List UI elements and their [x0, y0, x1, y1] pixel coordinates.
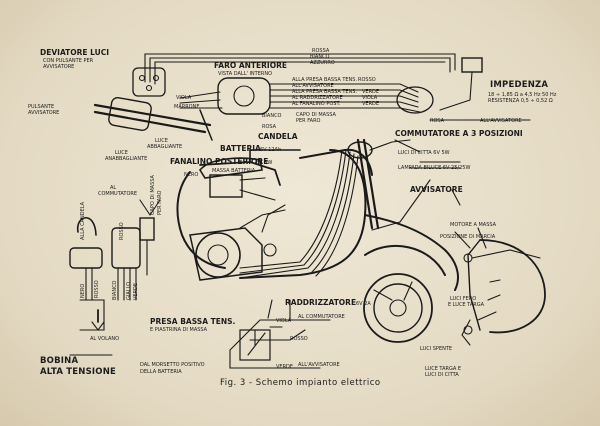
per-faro-label: PER FARO: [296, 118, 321, 124]
deviatore-luci-label: DEVIATORE LUCI: [40, 48, 110, 57]
impedenza-label: IMPEDENZA: [490, 80, 549, 90]
wire-label-verde-1: VERDE: [362, 89, 380, 95]
luce-targa-label: LUCE TARGA E: [425, 366, 462, 372]
figure-caption: Fig. 3 - Schemo impianto elettrico: [220, 378, 381, 388]
lampada-biluce-label: LAMPADA BILUCE 6V 25/25W: [398, 165, 471, 171]
alla-presa-label: ALLA PRESA BASSA TENS.: [292, 77, 358, 83]
batteria-label: BATTERIA: [220, 144, 261, 153]
luce-anabbagliante-label: LUCE: [115, 150, 128, 156]
pulsante-avvisatore-label-2: AVVISATORE: [28, 110, 60, 116]
wire-label-rosso-1: ROSSO: [358, 77, 376, 83]
wire-rosso-vert: ROSSO: [94, 280, 100, 298]
wire-label-rosa-2: ROSA: [430, 118, 445, 124]
faro-anteriore-label: FARO ANTERIORE: [214, 61, 287, 70]
e-luce-targa-label: E LUCE TARGA: [448, 302, 485, 308]
wire-label-bianco-2: BIANCO: [262, 113, 282, 119]
wire-verde-vert: VERDE: [133, 282, 139, 300]
all-avvisatore-label: ALL'AVVISATORE: [292, 83, 334, 89]
wire-bianco-vert: BIANCO: [112, 280, 118, 301]
avvisatore-label: AVVISATORE: [410, 185, 463, 194]
wire-label-verde-2: VERDE: [362, 101, 380, 107]
wire-label-marrone: MARRONE: [174, 104, 200, 110]
deviatore-luci-sub2: AVVISATORE: [43, 64, 75, 70]
al-volano-label: AL VOLANO: [90, 336, 120, 342]
capo-massa-label: CAPO DI MASSA: [296, 112, 336, 118]
luci-citta-2-label: LUCI DI CITTA: [425, 372, 459, 378]
impedenza-sub1: 18 ÷ 1,85 Ω a 4,5 Hz 50 Hz: [488, 92, 557, 98]
pulsante-avvisatore-label: PULSANTE: [28, 104, 55, 110]
wire-rosso-rad: ROSSO: [290, 336, 308, 342]
commutatore-label: COMMUTATORE A 3 POSIZIONI: [395, 129, 523, 138]
wire-label-rossa: ROSSA: [312, 48, 330, 54]
per-faro-vert-label: PER FARO: [157, 190, 163, 216]
presa-bassa-sub: E PIASTRINA DI MASSA: [150, 327, 208, 333]
wire-rosso-vert-2: ROSSO: [119, 222, 125, 240]
fanalino-label: FANALINO POSTERIORE: [170, 157, 269, 166]
al-raddrizzatore-label: AL RADDRIZZATORE: [292, 95, 343, 101]
della-batteria-label: DELLA BATTERIA: [140, 369, 182, 375]
raddrizzatore-label: RADDRIZZATORE: [285, 298, 357, 307]
raddrizzatore-spec: 6V 2A: [356, 301, 371, 307]
faro-anteriore-sub: VISTA DALL' INTERNO: [218, 71, 273, 77]
dal-morsetto-label: DAL MORSETTO POSITIVO: [140, 362, 205, 368]
wire-giallo-vert: GIALLO: [126, 281, 132, 300]
luci-fero-label: LUCI FERO: [450, 296, 477, 302]
luci-citta-label: LUCI DI CITTA 6V 5W: [398, 150, 450, 156]
capo-massa-vert-label: CAPO DI MASSA: [150, 175, 156, 215]
luci-spente-label: LUCI SPENTE: [420, 346, 453, 352]
batteria-spec: 6V 12Ah: [260, 147, 282, 153]
candela-label: CANDELA: [258, 132, 298, 141]
wire-viola-rad: VIOLA: [276, 318, 292, 324]
wire-nero-vert: NERO: [80, 283, 86, 298]
nero-label: NERO: [184, 172, 199, 178]
luce-anabbagliante-label-2: ANABBAGLIANTE: [105, 156, 148, 162]
fanalino-spec: 6V 5W: [256, 160, 273, 166]
massa-batteria-label: MASSA BATTERIA: [212, 168, 256, 174]
alla-presa-label-2: ALLA PRESA BASSA TENS.: [292, 89, 358, 95]
motore-massa-label: MOTORE A MASSA: [450, 222, 497, 228]
bobina-label: BOBINA: [40, 356, 79, 366]
presa-bassa-label: PRESA BASSA TENS.: [150, 317, 236, 326]
posizione-marcia-label: POSIZIONE DI MARCIA: [440, 234, 496, 240]
wire-label-rosa: ROSA: [262, 124, 277, 130]
all-avvisatore-right-label: ALL'AVVISATORE: [480, 118, 522, 124]
alta-tensione-label: ALTA TENSIONE: [40, 367, 117, 377]
wire-label-viola: VIOLA: [176, 95, 192, 101]
luce-abbagliante-label-2: ABBAGLIANTE: [147, 144, 183, 150]
impedenza-sub2: RESISTENZA 0,5 ÷ 0,52 Ω: [488, 98, 553, 104]
alla-candela-label: ALLA CANDELA: [80, 201, 86, 240]
al-commutatore-rad-label: AL COMMUTATORE: [298, 314, 345, 320]
al-fanalino-label: AL FANALINO POST.: [292, 101, 341, 107]
al-commutatore-label-2: COMMUTATORE: [98, 191, 138, 197]
al-commutatore-label: AL: [110, 185, 117, 191]
wire-label-viola-2: VIOLA: [362, 95, 378, 101]
wire-label-azzurro: AZZURRO: [310, 60, 335, 66]
deviatore-luci-sub1: CON PULSANTE PER: [43, 58, 94, 64]
wire-verde-rad: VERDE: [276, 364, 294, 370]
luce-abbagliante-label: LUCE: [155, 138, 168, 144]
wire-label-bianco: BIANCO: [310, 54, 330, 60]
all-avvisatore-rad-label: ALL'AVVISATORE: [298, 362, 340, 368]
